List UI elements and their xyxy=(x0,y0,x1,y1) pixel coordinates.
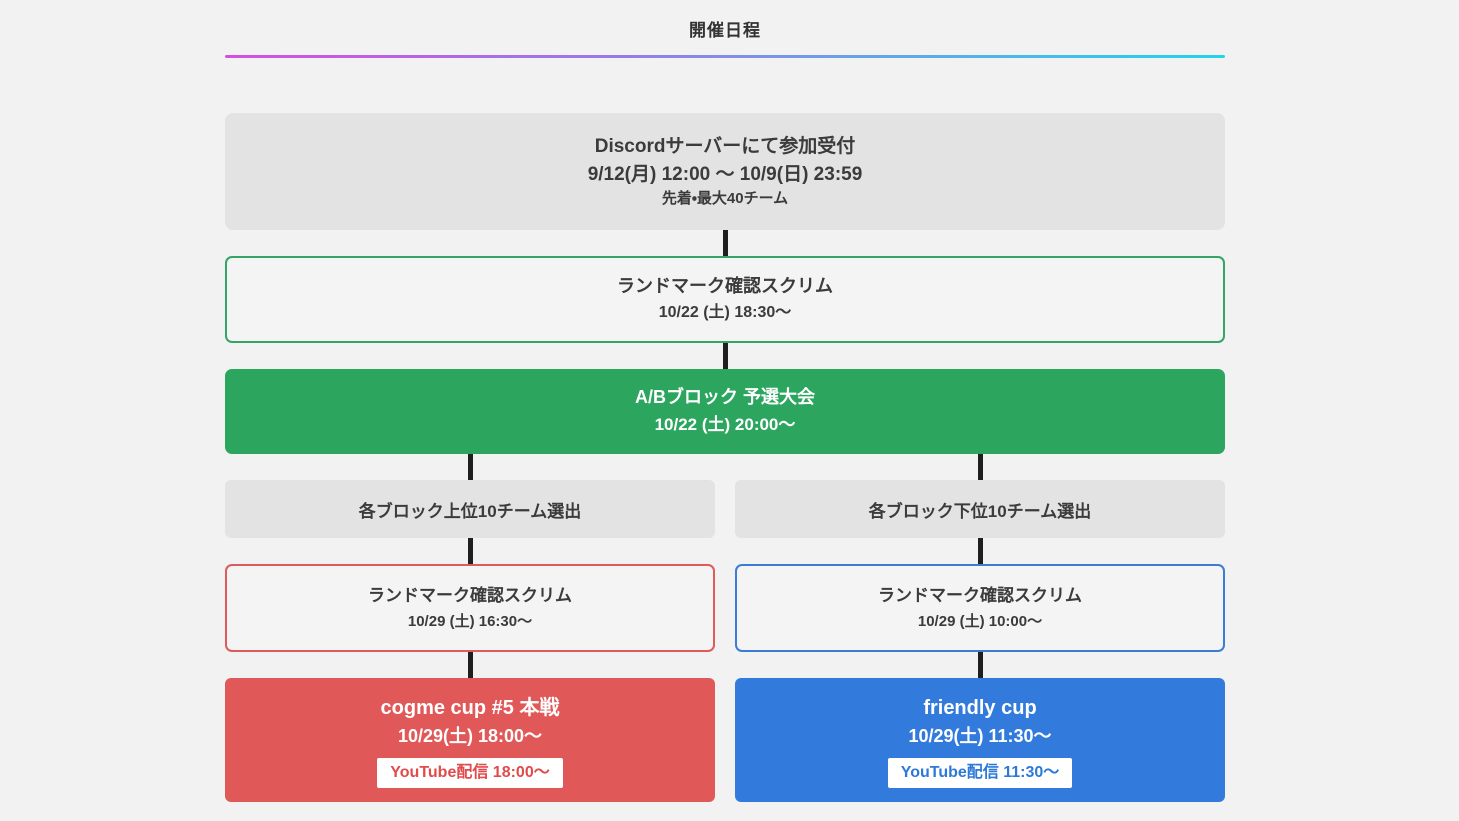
left-selection-box: 各ブロック上位10チーム選出 xyxy=(225,480,715,538)
connector-line xyxy=(467,652,473,678)
right-scrim-date: 10/29 (土) 10:00〜 xyxy=(917,612,1043,630)
branch-right: 各ブロック下位10チーム選出 ランドマーク確認スクリム 10/29 (土) 10… xyxy=(735,454,1225,802)
right-scrim-title: ランドマーク確認スクリム xyxy=(878,586,1082,606)
connector-line xyxy=(722,230,728,256)
connector-line xyxy=(977,538,983,564)
left-final-box: cogme cup #5 本戦 10/29(土) 18:00〜 YouTube配… xyxy=(225,678,715,802)
left-final-date: 10/29(土) 18:00〜 xyxy=(397,725,543,746)
left-scrim-box: ランドマーク確認スクリム 10/29 (土) 16:30〜 xyxy=(225,564,715,652)
right-stream-badge: YouTube配信 11:30〜 xyxy=(887,757,1073,788)
page-title: 開催日程 xyxy=(689,21,761,40)
qualifier-date: 10/22 (土) 20:00〜 xyxy=(654,415,796,435)
right-scrim-box: ランドマーク確認スクリム 10/29 (土) 10:00〜 xyxy=(735,564,1225,652)
left-selection-label: 各ブロック上位10チーム選出 xyxy=(358,501,582,521)
scrim-all-date: 10/22 (土) 18:30〜 xyxy=(658,304,792,322)
registration-box: Discordサーバーにて参加受付 9/12(月) 12:00 〜 10/9(日… xyxy=(225,113,1225,230)
registration-title: Discordサーバーにて参加受付 xyxy=(594,136,856,158)
connector-line xyxy=(722,343,728,369)
connector-line xyxy=(467,538,473,564)
schedule-flowchart: 開催日程 Discordサーバーにて参加受付 9/12(月) 12:00 〜 1… xyxy=(225,0,1225,802)
qualifier-title: A/Bブロック 予選大会 xyxy=(635,387,815,408)
right-final-box: friendly cup 10/29(土) 11:30〜 YouTube配信 1… xyxy=(735,678,1225,802)
connector-line xyxy=(467,454,473,480)
right-selection-box: 各ブロック下位10チーム選出 xyxy=(735,480,1225,538)
branch-split: 各ブロック上位10チーム選出 ランドマーク確認スクリム 10/29 (土) 16… xyxy=(225,454,1225,802)
right-final-date: 10/29(土) 11:30〜 xyxy=(908,725,1052,746)
connector-line xyxy=(977,454,983,480)
registration-capacity: 先着・最大40チーム xyxy=(661,190,789,208)
left-scrim-title: ランドマーク確認スクリム xyxy=(368,586,572,606)
registration-period: 9/12(月) 12:00 〜 10/9(日) 23:59 xyxy=(587,163,863,185)
left-scrim-date: 10/29 (土) 16:30〜 xyxy=(407,612,533,630)
left-final-title: cogme cup #5 本戦 xyxy=(380,696,560,719)
title-gradient-divider xyxy=(225,55,1225,58)
scrim-all-title: ランドマーク確認スクリム xyxy=(617,276,833,297)
qualifier-box: A/Bブロック 予選大会 10/22 (土) 20:00〜 xyxy=(225,369,1225,454)
branch-left: 各ブロック上位10チーム選出 ランドマーク確認スクリム 10/29 (土) 16… xyxy=(225,454,715,802)
left-stream-badge: YouTube配信 18:00〜 xyxy=(377,757,563,788)
connector-line xyxy=(977,652,983,678)
scrim-all-box: ランドマーク確認スクリム 10/22 (土) 18:30〜 xyxy=(225,256,1225,343)
right-selection-label: 各ブロック下位10チーム選出 xyxy=(868,501,1092,521)
right-final-title: friendly cup xyxy=(923,696,1037,719)
